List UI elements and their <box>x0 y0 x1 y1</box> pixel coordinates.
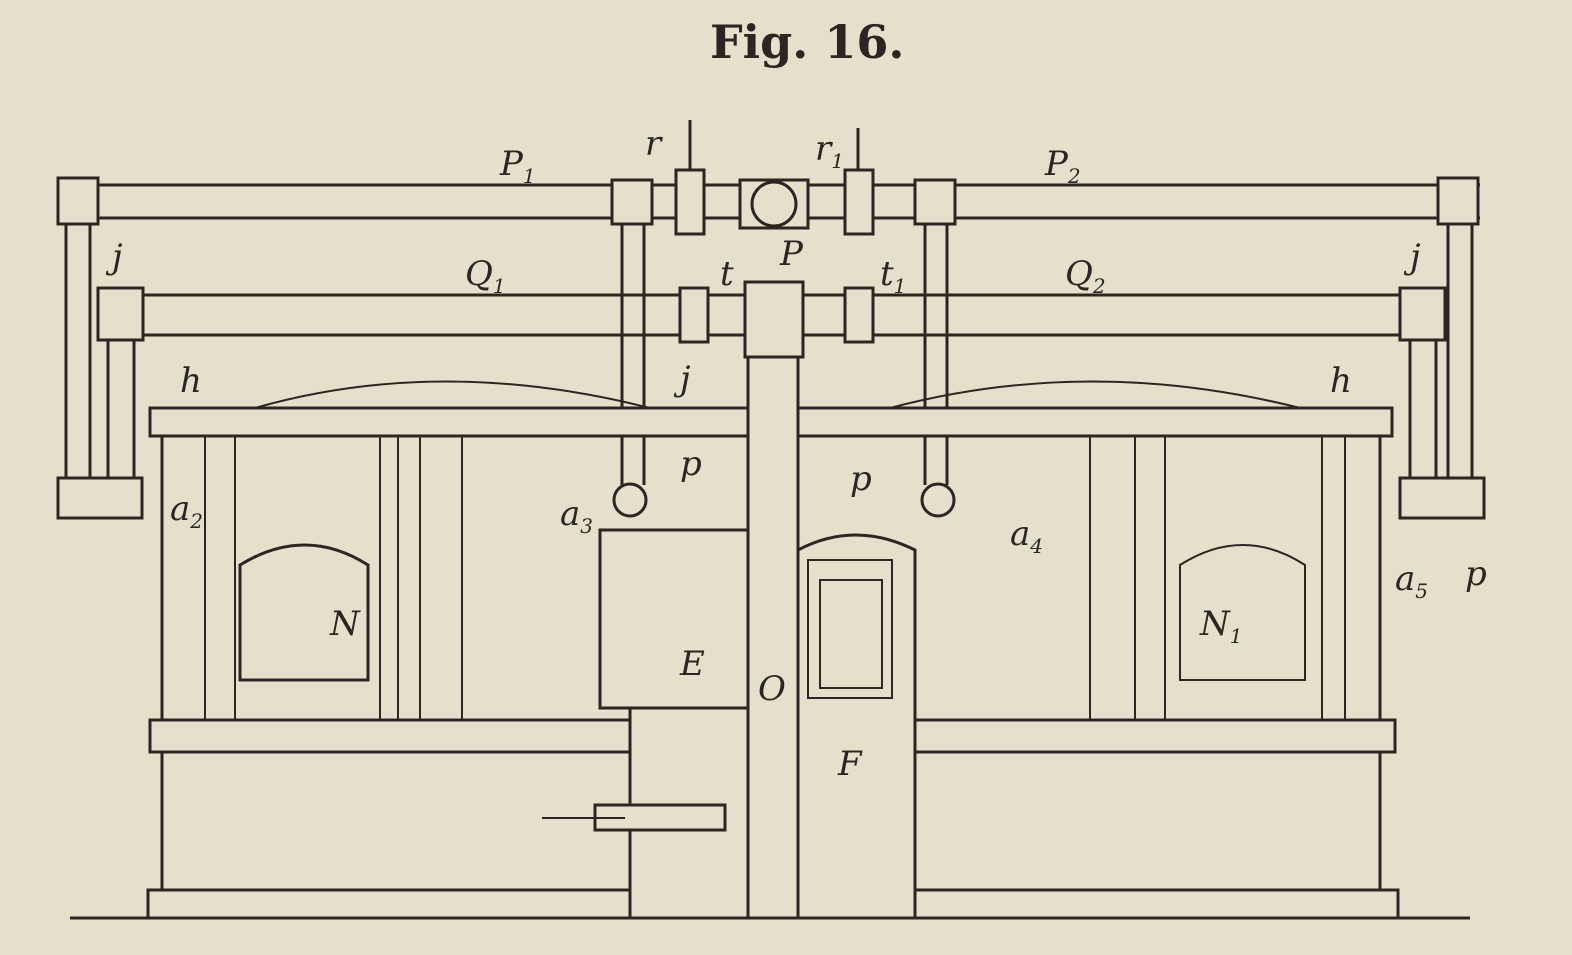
vertical-pipes <box>56 224 1486 520</box>
label-r1: r1 <box>815 129 844 173</box>
label-O: O <box>758 669 786 709</box>
label-t: t <box>720 254 734 294</box>
label-p-left: p <box>680 444 702 484</box>
reference-labels: P1 P2 r r1 P Q1 Q2 t t1 j j j h h p p p … <box>105 124 1487 784</box>
label-N1: N1 <box>1199 604 1242 648</box>
label-E: E <box>679 644 705 684</box>
label-p-center: p <box>850 459 872 499</box>
label-t1: t1 <box>880 254 906 298</box>
label-F: F <box>837 744 863 784</box>
label-j-right: j <box>1403 237 1421 277</box>
label-N: N <box>329 604 361 644</box>
label-j-center: j <box>673 359 691 399</box>
upper-pipe-P <box>56 120 1480 236</box>
label-Q2: Q2 <box>1065 254 1106 298</box>
lower-pipe-Q <box>96 280 1447 359</box>
label-j-left: j <box>105 237 123 277</box>
label-P2: P2 <box>1044 144 1081 188</box>
label-P1: P1 <box>499 144 536 188</box>
label-r: r <box>645 124 663 164</box>
figure-title: Fig. 16. <box>710 15 904 69</box>
label-a4: a4 <box>1010 514 1043 558</box>
label-a2: a2 <box>170 489 203 533</box>
label-a3: a3 <box>560 494 593 538</box>
label-Q1: Q1 <box>465 254 506 298</box>
label-h-left: h <box>180 361 202 401</box>
label-a5: a5 <box>1395 559 1428 603</box>
label-h-right: h <box>1330 361 1352 401</box>
furnace-body <box>70 355 1470 920</box>
label-p-right: p <box>1465 554 1487 594</box>
label-P-center: P <box>779 234 804 274</box>
